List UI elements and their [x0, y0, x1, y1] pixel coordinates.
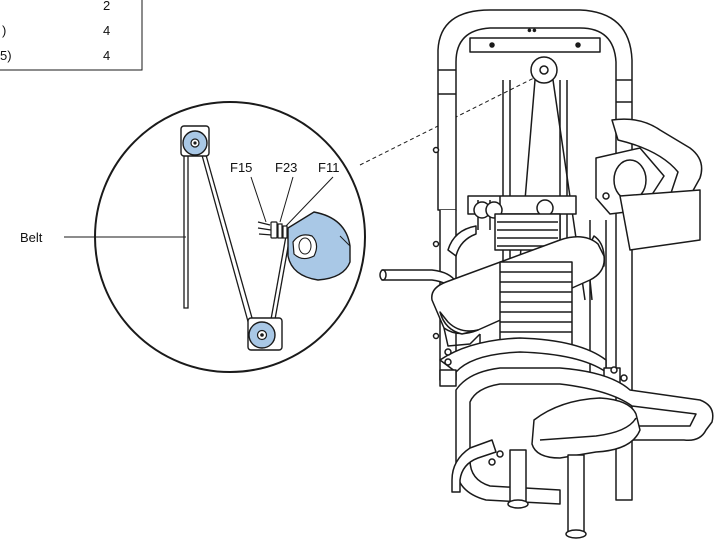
foot-plate — [531, 397, 641, 459]
parts-table: 2 ) 4 5) 4 — [0, 0, 143, 71]
callout-f15: F15 — [230, 160, 252, 175]
table-row-1-qty: 2 — [103, 0, 110, 13]
frame-arch — [437, 9, 633, 501]
parts-table-border — [0, 0, 143, 71]
fastener-group-icon — [257, 221, 288, 239]
top-pulley-icon — [180, 125, 210, 157]
table-row-2-qty: 4 — [103, 23, 110, 38]
base-frame — [455, 367, 714, 505]
callout-belt: Belt — [20, 230, 43, 245]
machine-top-pulley-icon — [530, 56, 558, 84]
callout-lines — [64, 176, 334, 238]
svg-text:• •: • • — [528, 26, 536, 35]
cam-guard-icon — [287, 211, 351, 281]
table-row-3-name: 5) — [0, 48, 12, 63]
callout-f23: F23 — [275, 160, 297, 175]
bottom-pulley-icon — [247, 317, 283, 351]
back-pad-arm — [611, 118, 703, 197]
machine-drawing: • • — [379, 9, 714, 539]
table-row-3-qty: 4 — [103, 48, 110, 63]
detail-view: F15 F23 F11 — [64, 101, 366, 373]
table-row-2-name: ) — [2, 23, 6, 38]
frame-bolts — [432, 146, 628, 466]
callout-f11: F11 — [318, 160, 339, 175]
